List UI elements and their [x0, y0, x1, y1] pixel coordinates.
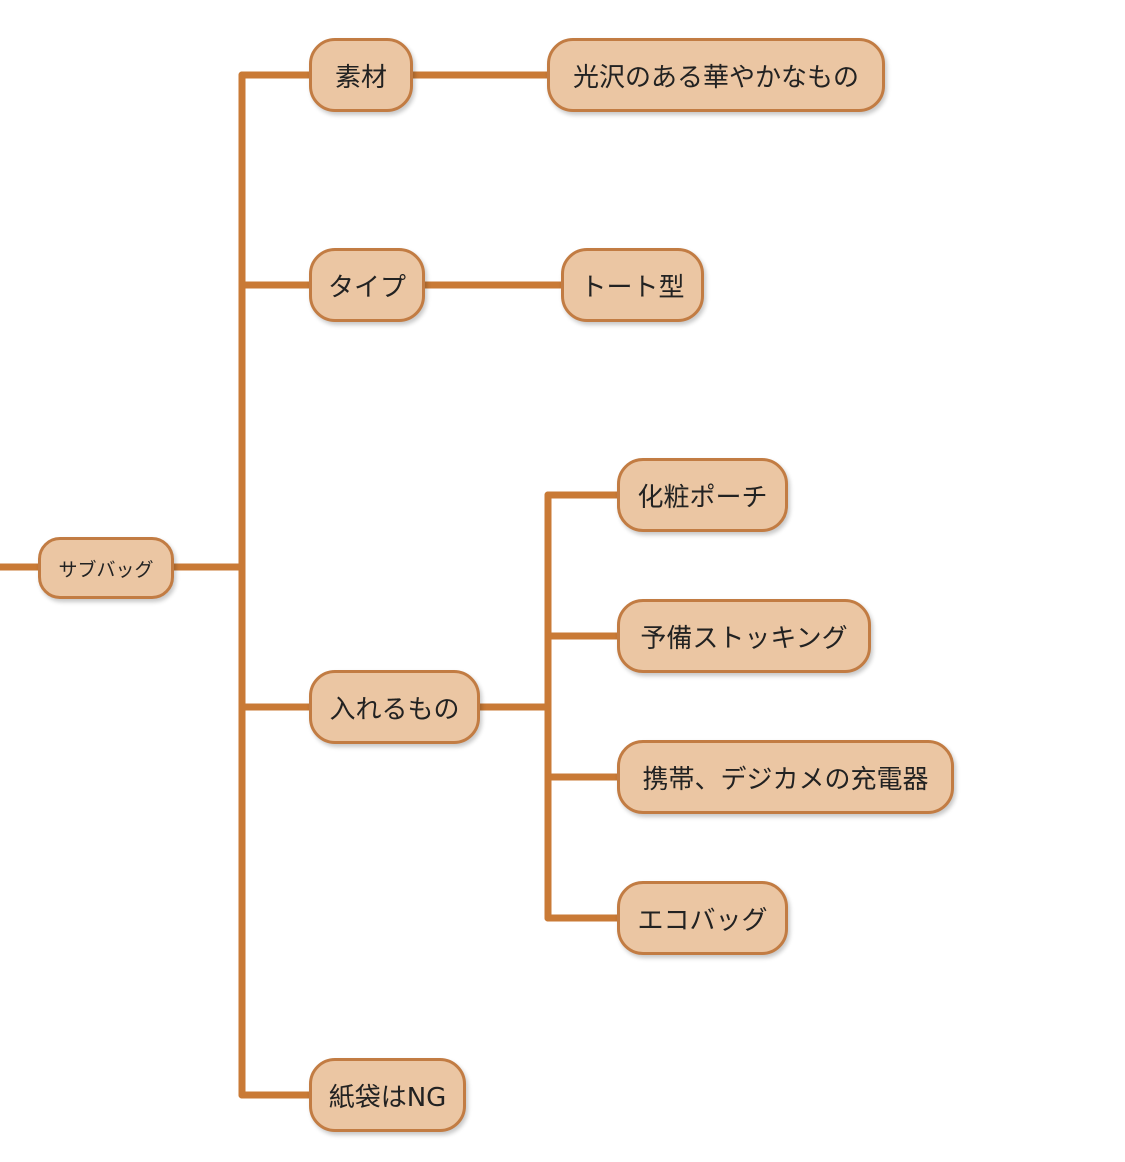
node-contents-ecobag[interactable]: エコバッグ [617, 881, 788, 955]
node-material-glossy[interactable]: 光沢のある華やかなもの [547, 38, 885, 112]
node-root[interactable]: サブバッグ [38, 537, 174, 599]
node-type-tote[interactable]: トート型 [561, 248, 704, 322]
node-material[interactable]: 素材 [309, 38, 413, 112]
node-contents-pouch[interactable]: 化粧ポーチ [617, 458, 788, 532]
node-paper-bag[interactable]: 紙袋はNG [309, 1058, 466, 1132]
node-contents-charger[interactable]: 携帯、デジカメの充電器 [617, 740, 954, 814]
node-type[interactable]: タイプ [309, 248, 425, 322]
node-contents-stockings[interactable]: 予備ストッキング [617, 599, 871, 673]
node-contents[interactable]: 入れるもの [309, 670, 480, 744]
